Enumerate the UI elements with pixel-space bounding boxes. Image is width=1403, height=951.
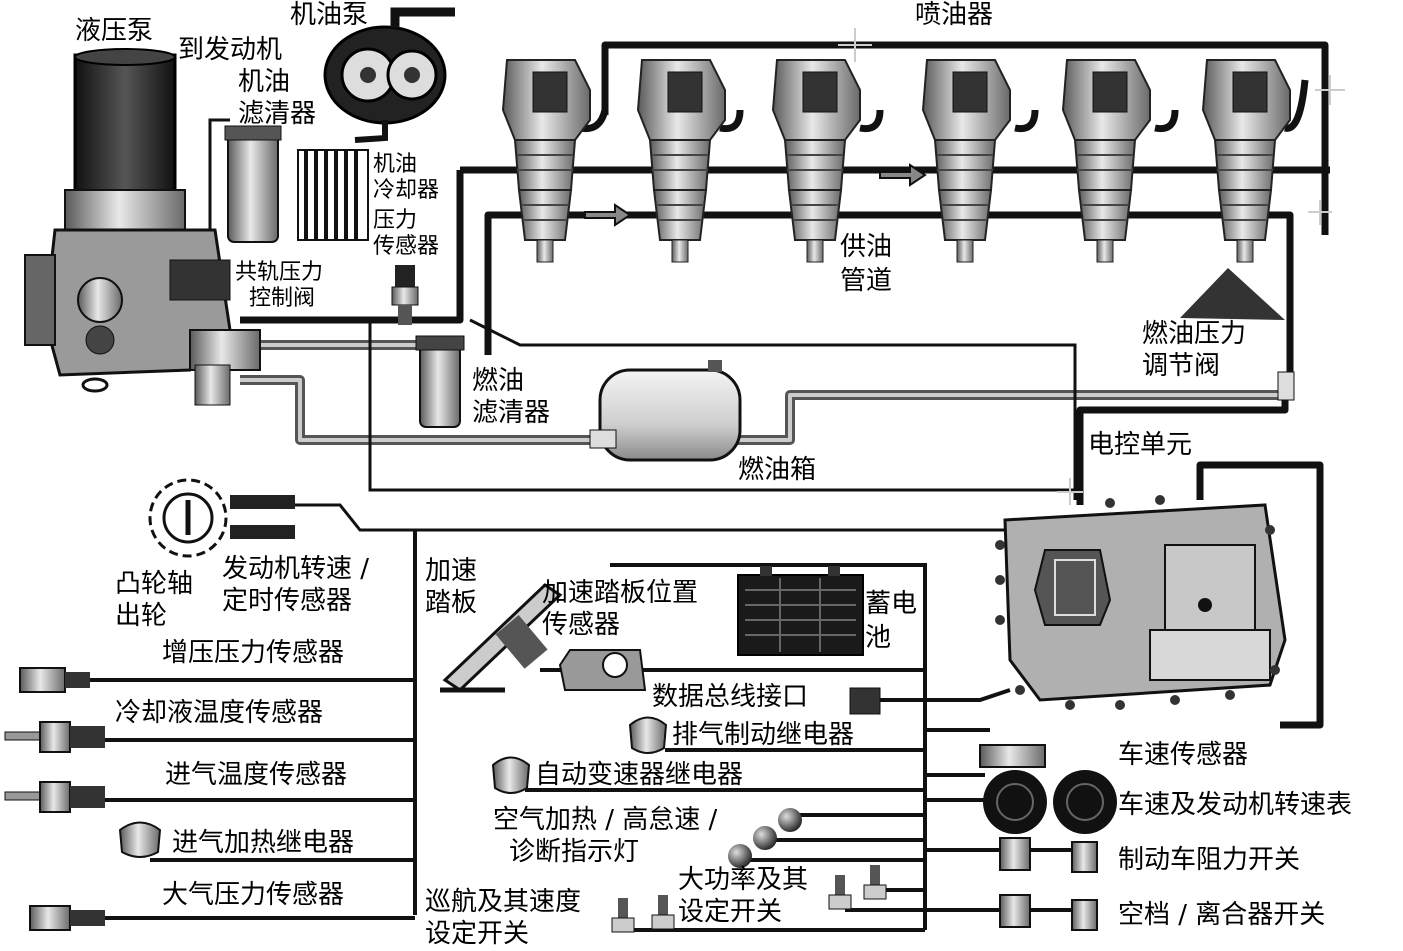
battery-art: [737, 566, 864, 656]
label-line: 到发动机: [178, 35, 283, 65]
label-cruise-switch: 巡航及其速度 设定开关: [425, 886, 581, 950]
label-indicator-lamps: 空气加热 / 高怠速 / 诊断指示灯: [493, 804, 717, 868]
label-engine-speed-sensor: 发动机转速 / 定时传感器: [222, 553, 369, 617]
label-camshaft-gear: 凸轮轴 出轮: [115, 568, 193, 632]
label-intake-temp-sensor: 进气温度传感器: [165, 760, 348, 790]
label-battery: 蓄电 池: [865, 587, 917, 655]
label-supply-line: 供油 管道: [840, 230, 892, 298]
label-exhaust-brake-relay: 排气制动继电器: [672, 720, 855, 750]
label-line: 燃油压力: [1142, 319, 1247, 349]
label-line: 加速踏板位置: [542, 578, 699, 608]
label-neutral-clutch-switch: 空档 / 离合器开关: [1118, 900, 1326, 930]
label-line: 发动机转速 /: [222, 554, 370, 584]
label-boost-pressure-sensor: 增压压力传感器: [162, 638, 345, 668]
label-atmos-pressure-sensor: 大气压力传感器: [162, 880, 345, 910]
label-line: 大功率及其: [678, 865, 809, 895]
pressure-sensor-art: [391, 265, 419, 325]
label-fuel-tank: 燃油箱: [738, 455, 817, 485]
label-line: 凸轮轴: [115, 569, 194, 599]
label-line: 滤清器: [472, 398, 551, 428]
label-line: 滤清器: [238, 99, 317, 129]
ecu-art: [995, 495, 1287, 710]
label-line: 空气加热 / 高怠速 /: [493, 805, 718, 835]
label-data-bus-port: 数据总线接口: [652, 682, 809, 712]
label-line: 设定开关: [678, 897, 783, 927]
label-line: 燃油: [472, 366, 525, 396]
hydraulic-pump-art: [24, 48, 261, 406]
label-oil-pump: 机油泵: [290, 0, 369, 30]
label-accelerator-pedal: 加速 踏板: [425, 555, 477, 619]
label-speedometer-tach: 车速及发动机转速表: [1118, 790, 1353, 820]
fuel-filter-art: [415, 335, 465, 428]
label-fuel-filter: 燃油 滤清器: [472, 365, 550, 429]
label-line: 管道: [840, 266, 893, 296]
label-line: 巡航及其速度: [425, 887, 582, 917]
label-line: 调节阀: [1142, 351, 1221, 381]
left-sensors-art: [4, 667, 162, 931]
label-brake-switch: 制动车阻力开关: [1118, 845, 1301, 875]
label-line: 供油: [840, 232, 893, 262]
label-coolant-temp-sensor: 冷却液温度传感器: [115, 698, 324, 728]
label-line: 控制阀: [249, 286, 316, 311]
label-line: 出轮: [115, 601, 168, 631]
label-auto-trans-relay: 自动变速器继电器: [535, 760, 744, 790]
label-line: 设定开关: [425, 919, 530, 949]
label-line: 加速: [425, 556, 478, 586]
oil-pump-art: [323, 7, 455, 143]
oil-cooler-art: [297, 149, 369, 241]
injector-row-art: [502, 59, 1295, 401]
label-ecu: 电控单元: [1088, 430, 1193, 460]
accelerator-pedal-art: [440, 583, 647, 693]
label-hydraulic-pump: 液压泵: [75, 16, 154, 46]
label-oil-cooler: 机油 冷却器: [373, 152, 439, 204]
oil-filter-art: [224, 125, 282, 243]
label-fuel-pressure-regulator: 燃油压力 调节阀: [1142, 318, 1246, 382]
label-injectors: 喷油器: [915, 0, 994, 30]
bottom-devices-art: [491, 687, 887, 933]
label-to-engine-oil-filter: 到发动机 机油 滤清器: [178, 34, 316, 130]
label-pedal-position-sensor: 加速踏板位置 传感器: [542, 577, 698, 641]
label-power-switch: 大功率及其 设定开关: [678, 864, 808, 928]
label-line: 诊断指示灯: [509, 837, 640, 867]
label-line: 传感器: [542, 610, 621, 640]
fuel-tank-art: [589, 360, 742, 462]
label-rail-pressure-valve: 共轨压力 控制阀: [235, 260, 323, 312]
label-line: 压力: [373, 208, 418, 233]
label-intake-heater-relay: 进气加热继电器: [172, 828, 355, 858]
label-line: 冷却器: [373, 178, 440, 203]
right-devices-art: [979, 744, 1117, 931]
label-vehicle-speed-sensor: 车速传感器: [1118, 740, 1249, 770]
label-line: 蓄电: [865, 589, 918, 619]
label-line: 定时传感器: [222, 586, 353, 616]
label-line: 踏板: [425, 588, 478, 618]
label-pressure-sensor: 压力 传感器: [373, 208, 439, 260]
label-line: 池: [865, 623, 892, 653]
label-line: 传感器: [373, 234, 440, 259]
label-line: 机油: [238, 67, 291, 97]
label-line: 共轨压力: [235, 260, 324, 285]
label-line: 机油: [373, 152, 418, 177]
camshaft-gear-art: [148, 478, 295, 558]
